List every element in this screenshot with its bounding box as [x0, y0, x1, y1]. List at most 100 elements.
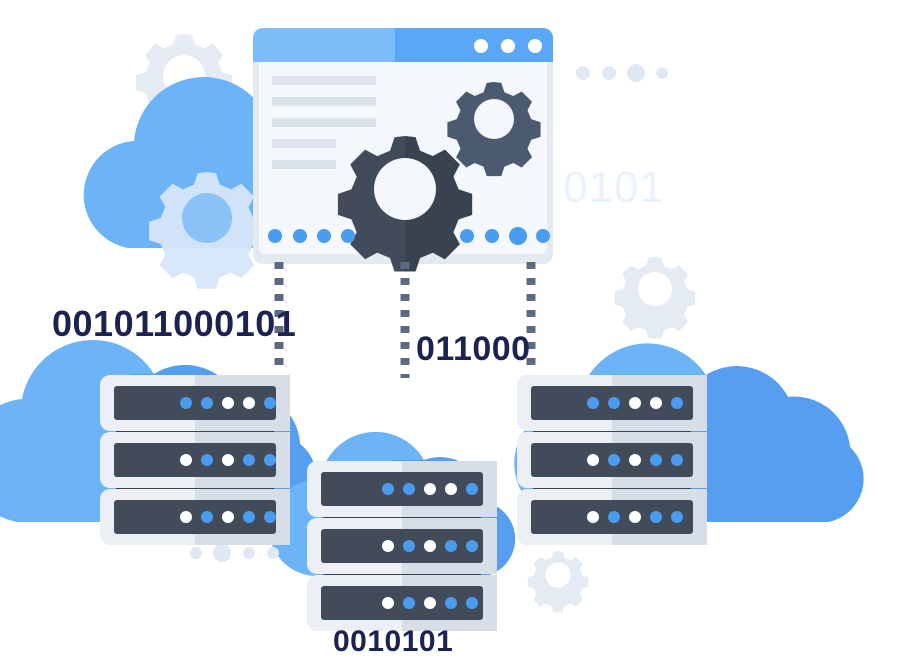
server-dot	[650, 454, 662, 466]
server-indicator-dots	[382, 483, 478, 495]
server-dot	[382, 540, 394, 552]
large-gear	[337, 136, 473, 272]
text-line-2	[272, 97, 376, 106]
server-indicator-dots	[587, 454, 683, 466]
server-dot	[201, 454, 213, 466]
server-unit[interactable]	[100, 432, 290, 495]
server-dot	[243, 454, 255, 466]
server-dot	[382, 597, 394, 609]
server-dot	[608, 511, 620, 523]
server-unit[interactable]	[100, 375, 290, 438]
status-dot	[341, 229, 355, 243]
connectors	[274, 262, 536, 378]
server-dot	[466, 540, 478, 552]
window-status-dots	[268, 227, 550, 245]
server-dot	[222, 454, 234, 466]
server-dot	[445, 483, 457, 495]
server-dot	[629, 511, 641, 523]
server-dot	[671, 511, 683, 523]
server-indicator-dots	[180, 454, 276, 466]
text-line-5	[272, 160, 336, 169]
decor-dot	[602, 66, 616, 80]
server-dot	[424, 540, 436, 552]
small-gear	[447, 82, 541, 177]
server-dot	[243, 397, 255, 409]
ghost-gear-mid-left	[149, 172, 265, 289]
text-line-1	[272, 76, 376, 85]
text-line-4	[272, 139, 336, 148]
server-dot	[608, 454, 620, 466]
status-dot-large	[509, 227, 527, 245]
server-dot	[403, 483, 415, 495]
server-unit[interactable]	[307, 575, 497, 631]
window-dot-1[interactable]	[474, 39, 488, 53]
server-dot	[243, 511, 255, 523]
server-dot	[650, 397, 662, 409]
dot-row-top-right	[576, 64, 668, 82]
server-dot	[671, 454, 683, 466]
server-dot	[180, 454, 192, 466]
server-dot	[650, 511, 662, 523]
server-stack-left[interactable]	[100, 375, 290, 545]
server-dot	[201, 511, 213, 523]
server-unit[interactable]	[517, 375, 707, 438]
server-dot	[445, 597, 457, 609]
center-binary-label: 011000	[416, 330, 531, 368]
server-indicator-dots	[180, 397, 276, 409]
server-dot	[445, 540, 457, 552]
server-unit[interactable]	[307, 461, 497, 524]
dot-row-bottom-left	[190, 544, 279, 562]
server-dot	[264, 454, 276, 466]
server-dot	[424, 483, 436, 495]
server-stack-right[interactable]	[517, 375, 707, 545]
status-dot	[460, 229, 474, 243]
server-dot	[587, 511, 599, 523]
server-dot	[403, 540, 415, 552]
decor-dot	[576, 66, 590, 80]
server-stack-center[interactable]	[307, 461, 497, 631]
window-dot-2[interactable]	[501, 39, 515, 53]
server-dot	[222, 397, 234, 409]
text-line-3	[272, 118, 376, 127]
server-dot	[629, 454, 641, 466]
server-dot	[222, 511, 234, 523]
status-dot	[268, 229, 282, 243]
server-indicator-dots	[382, 540, 478, 552]
server-dot	[587, 454, 599, 466]
server-dot	[466, 597, 478, 609]
server-unit[interactable]	[307, 518, 497, 581]
settings-window[interactable]	[253, 28, 553, 272]
cloud-binary-label: 0101	[563, 163, 665, 212]
server-dot	[403, 597, 415, 609]
server-dot	[671, 397, 683, 409]
left-binary-label: 001011000101	[52, 303, 296, 344]
window-dot-3[interactable]	[528, 39, 542, 53]
decor-dot	[243, 547, 255, 559]
server-dot	[264, 511, 276, 523]
decor-dot	[190, 547, 202, 559]
window-titlebar-shade	[395, 28, 553, 62]
server-dot	[629, 397, 641, 409]
server-unit[interactable]	[100, 489, 290, 545]
decor-dot	[267, 547, 279, 559]
status-dot	[485, 229, 499, 243]
server-dot	[382, 483, 394, 495]
server-unit[interactable]	[517, 489, 707, 545]
server-indicator-dots	[382, 597, 478, 609]
window-content-lines	[272, 76, 376, 169]
ghost-gear-right	[614, 257, 696, 339]
decor-dot	[656, 67, 668, 79]
server-indicator-dots	[587, 511, 683, 523]
server-dot	[424, 597, 436, 609]
status-dot	[293, 229, 307, 243]
server-dot	[180, 511, 192, 523]
bottom-binary-label: 0010101	[333, 625, 453, 658]
server-dot	[180, 397, 192, 409]
server-dot	[608, 397, 620, 409]
server-dot	[264, 397, 276, 409]
ghost-gear-bottom	[527, 551, 589, 613]
server-dot	[466, 483, 478, 495]
server-unit[interactable]	[517, 432, 707, 495]
